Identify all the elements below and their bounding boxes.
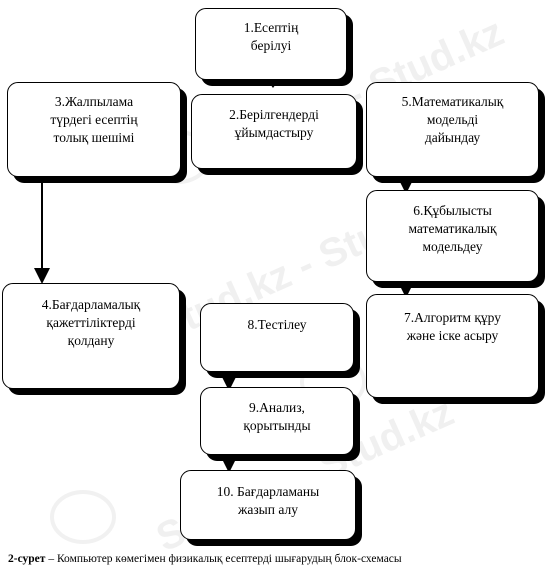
caption-dash: – bbox=[45, 553, 57, 565]
step-3-box: 3.Жалпылама түрдегі есептің толық шешімі bbox=[7, 82, 181, 177]
step-7-box: 7.Алгоритм құру және іске асыру bbox=[366, 294, 539, 398]
caption-label: 2-сурет bbox=[8, 553, 46, 565]
step-5-box: 5.Математикалық модельді дайындау bbox=[366, 82, 539, 177]
step-9-box: 9.Анализ, қорытынды bbox=[200, 387, 354, 455]
step-6-box: 6.Құбылысты математикалық модельдеу bbox=[366, 190, 539, 282]
caption-text: Компьютер көмегімен физикалық есептерді … bbox=[56, 553, 402, 565]
step-10-box: 10. Бағдарламаны жазып алу bbox=[180, 470, 356, 540]
step-2-box: 2.Берілгендерді ұйымдастыру bbox=[191, 94, 357, 169]
step-1-box: 1.Есептің берілуі bbox=[195, 8, 347, 80]
figure-caption: 2-сурет – Компьютер көмегімен физикалық … bbox=[8, 553, 402, 565]
step-4-box: 4.Бағдарламалық қажеттіліктерді қолдану bbox=[2, 283, 180, 389]
step-8-box: 8.Тестілеу bbox=[200, 303, 354, 372]
